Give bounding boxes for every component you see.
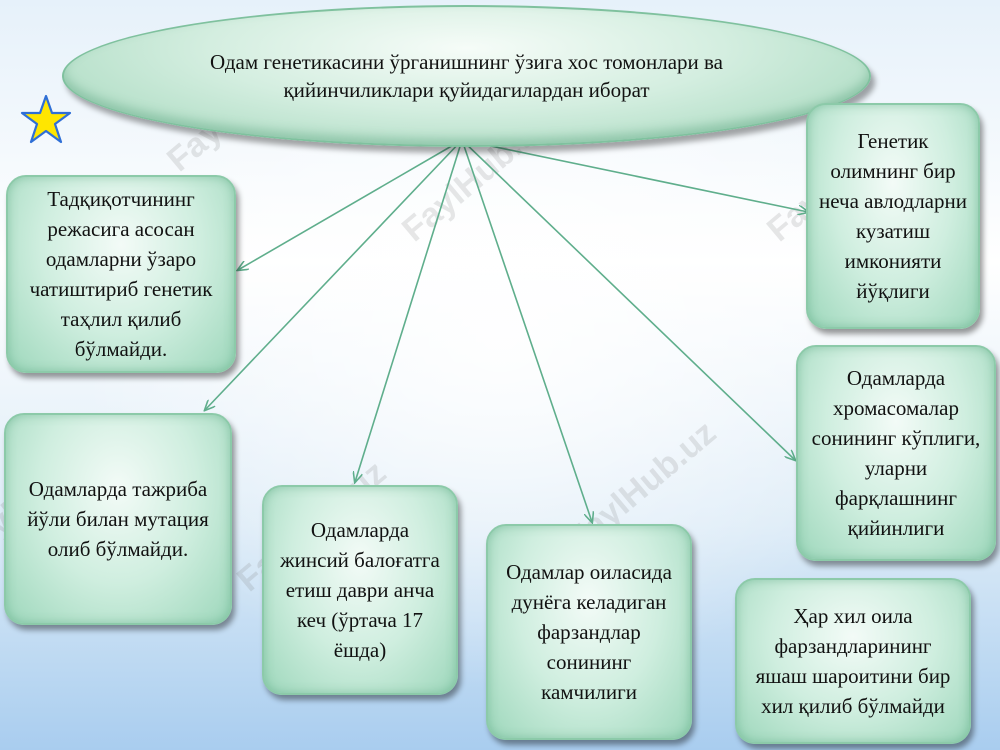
- box-yashash-sharoiti: Ҳар хил оила фарзандларининг яшаш шароит…: [735, 578, 971, 744]
- box-text: Одамлар оиласида дунёга келадиган фарзан…: [506, 560, 672, 704]
- box-balogat: Одамларда жинсий балоғатга етиш даври ан…: [262, 485, 458, 695]
- box-mutatsiya: Одамларда тажриба йўли билан мутация оли…: [4, 413, 232, 625]
- arrow-to-box-5: [355, 139, 463, 482]
- box-genetik-olim: Генетик олимнинг бир неча авлодларни куз…: [806, 103, 980, 329]
- title-ellipse: Одам генетикасини ўрганишнинг ўзига хос …: [62, 5, 871, 147]
- box-text: Ҳар хил оила фарзандларининг яшаш шароит…: [755, 604, 951, 718]
- arrow-to-box-1: [238, 139, 463, 270]
- box-text: Одамларда жинсий балоғатга етиш даври ан…: [280, 518, 440, 662]
- arrow-to-box-3: [461, 139, 795, 460]
- box-text: Одамларда тажриба йўли билан мутация оли…: [27, 477, 209, 561]
- diagram-title: Одам генетикасини ўрганишнинг ўзига хос …: [209, 50, 723, 102]
- box-text: Одамларда хромасомалар сонининг кўплиги,…: [811, 366, 981, 540]
- box-xromosomalar: Одамларда хромасомалар сонининг кўплиги,…: [796, 345, 996, 561]
- arrow-to-box-6: [461, 139, 592, 522]
- box-text: Генетик олимнинг бир неча авлодларни куз…: [819, 129, 967, 303]
- box-tadqiqotchi: Тадқиқотчининг режасига асосан одамларни…: [6, 175, 236, 373]
- arrow-to-box-4: [205, 139, 463, 410]
- box-farzandlar: Одамлар оиласида дунёга келадиган фарзан…: [486, 524, 692, 740]
- box-text: Тадқиқотчининг режасига асосан одамларни…: [29, 187, 213, 361]
- arrow-to-box-2: [461, 139, 808, 212]
- star-icon: [20, 94, 72, 144]
